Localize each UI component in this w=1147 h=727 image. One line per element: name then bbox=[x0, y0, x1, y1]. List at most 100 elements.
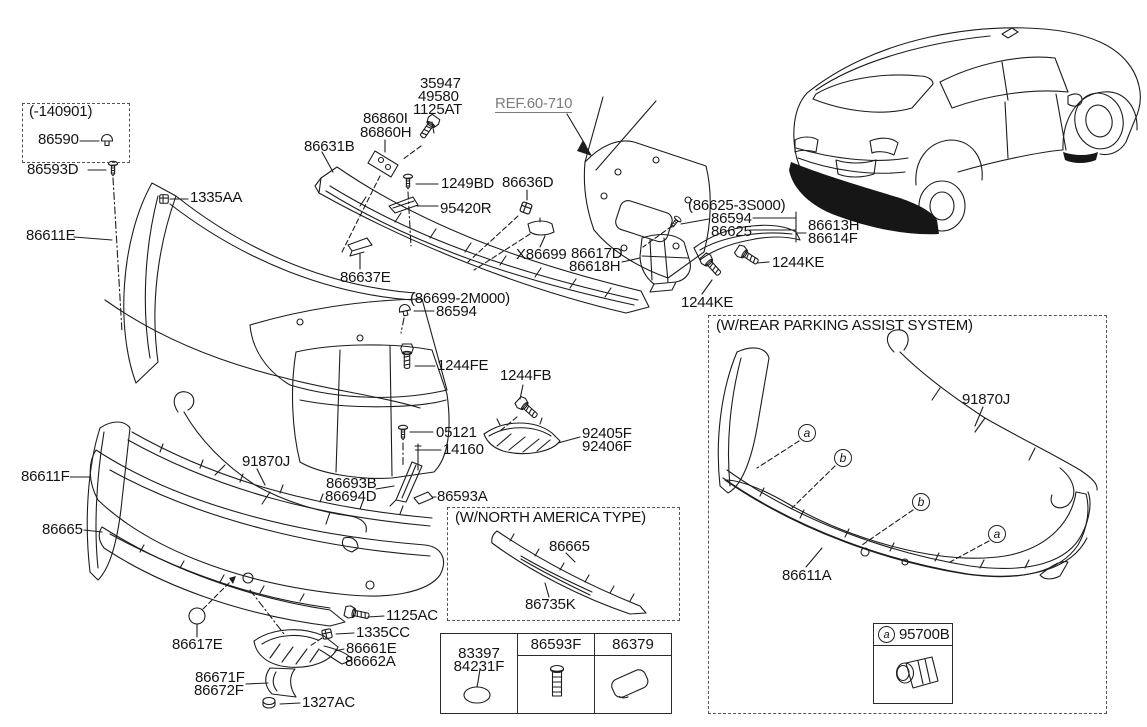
bolt-icon-table bbox=[549, 664, 565, 697]
part-label-86665-left: 86665 bbox=[42, 521, 83, 538]
part-drawing-clip-86593a bbox=[413, 491, 434, 505]
pad-icon bbox=[611, 669, 649, 699]
part-label-1335cc: 1335CC bbox=[356, 624, 410, 641]
part-label-83397: 83397 bbox=[458, 645, 500, 662]
part-label-86735k: 86735K bbox=[525, 596, 576, 613]
bolt-icon-1244ke-1 bbox=[697, 251, 725, 279]
part-label-86617e: 86617E bbox=[172, 636, 223, 653]
part-label-86665-na: 86665 bbox=[549, 538, 590, 555]
part-drawing-harness-left bbox=[173, 391, 367, 553]
vehicle-illustration bbox=[789, 27, 1141, 235]
square-clip-icon-1335aa bbox=[159, 194, 169, 204]
part-label-86593a: 86593A bbox=[437, 488, 488, 505]
part-label-1244fb: 1244FB bbox=[500, 367, 552, 384]
table-header-86593f: 86593F bbox=[518, 634, 595, 656]
screw-icon-05121 bbox=[397, 424, 409, 441]
part-label-49580: 49580 bbox=[418, 88, 459, 105]
part-label-86636d: 86636D bbox=[502, 174, 554, 191]
part-drawing-strip-na bbox=[491, 530, 647, 615]
marker-a-1: a bbox=[798, 424, 816, 442]
part-label-86613h: 86613H bbox=[808, 217, 860, 234]
rear-parking-assist-title: (W/REAR PARKING ASSIST SYSTEM) bbox=[716, 317, 973, 334]
part-label-1244fe: 1244FE bbox=[437, 357, 489, 374]
legend-marker-a: a bbox=[878, 626, 895, 643]
part-drawing-rp-bumper bbox=[717, 347, 1091, 578]
part-label-92406f: 92406F bbox=[582, 438, 632, 455]
construction-lines bbox=[112, 177, 412, 635]
part-label-05121: 05121 bbox=[436, 424, 477, 441]
part-label-95420r: 95420R bbox=[440, 200, 492, 217]
ref-callout: REF.60-710 bbox=[495, 95, 573, 113]
part-label-1249bd: 1249BD bbox=[441, 175, 495, 192]
parking-sensor-icon bbox=[895, 656, 939, 689]
nut-icon-1327ac bbox=[262, 696, 276, 709]
part-label-86694d: 86694D bbox=[325, 488, 377, 505]
table-cell-86379-icon bbox=[595, 656, 671, 713]
part-label-14160: 14160 bbox=[443, 441, 484, 458]
part-label-86611e: 86611E bbox=[26, 227, 76, 244]
part-label-35947: 35947 bbox=[420, 75, 461, 92]
part-drawing-strip-86665 bbox=[98, 526, 346, 627]
part-label-86671f: 86671F bbox=[195, 669, 245, 686]
part-drawing-bumper-side-upper bbox=[104, 182, 448, 409]
part-drawing-bumper-lower-main bbox=[86, 344, 450, 597]
sensor-legend-header: a 95700B bbox=[874, 624, 952, 646]
part-label-91870j-right: 91870J bbox=[962, 391, 1011, 408]
part-label-86590: 86590 bbox=[38, 131, 79, 148]
part-label-91870j-left: 91870J bbox=[242, 453, 291, 470]
part-drawing-bracket-86693b bbox=[389, 461, 423, 507]
part-label-86699-2m000: (86699-2M000) bbox=[410, 290, 510, 307]
part-label-86593d: 86593D bbox=[27, 161, 79, 178]
bolt-icon-1125ac bbox=[343, 604, 371, 623]
part-label-86617d: 86617D bbox=[571, 245, 623, 262]
part-label-95700b: 95700B bbox=[899, 626, 950, 643]
part-label-86860i: 86860I bbox=[363, 110, 408, 127]
part-label-86618h: 86618H bbox=[569, 258, 621, 275]
leader-lines bbox=[69, 121, 984, 705]
part-drawing-rail-86625 bbox=[693, 224, 801, 261]
early-production-title: (-140901) bbox=[29, 103, 93, 120]
dashed-leaders bbox=[309, 145, 990, 647]
part-label-86611a: 86611A bbox=[782, 567, 832, 584]
part-label-1244ke-right: 1244KE bbox=[772, 254, 825, 271]
marker-b-2: b bbox=[912, 493, 930, 511]
part-drawing-bracket-86617d bbox=[639, 233, 691, 293]
pin-icon-14160 bbox=[414, 443, 422, 471]
north-america-box bbox=[447, 507, 680, 621]
marker-b-1: b bbox=[834, 449, 852, 467]
ref-arrow-icon bbox=[566, 113, 592, 156]
early-production-box bbox=[22, 103, 130, 163]
marker-a-2: a bbox=[988, 525, 1006, 543]
north-america-title: (W/NORTH AMERICA TYPE) bbox=[455, 509, 646, 526]
square-clip-icon-1335cc bbox=[321, 628, 333, 640]
part-label-86637e: 86637E bbox=[340, 269, 391, 286]
part-label-86631b: 86631B bbox=[304, 138, 355, 155]
part-drawing-rail-86631b bbox=[314, 166, 650, 314]
screw-icon-1249bd bbox=[402, 173, 414, 190]
table-cell-83397: 83397 84231F bbox=[441, 634, 518, 713]
part-drawing-wedge-95420r bbox=[388, 196, 419, 214]
part-label-86614f: 86614F bbox=[808, 230, 858, 247]
part-label-86594-a: 86594 bbox=[711, 210, 752, 227]
part-label-86860h: 86860H bbox=[360, 124, 412, 141]
part-drawing-bracket-86637e bbox=[347, 237, 373, 257]
part-drawing-bracket-x86699 bbox=[527, 217, 555, 236]
oval-seal-icon bbox=[463, 668, 491, 704]
part-label-86594-b: 86594 bbox=[436, 303, 477, 320]
part-label-1125ac: 1125AC bbox=[386, 607, 438, 624]
part-drawing-harness-right bbox=[886, 329, 1098, 580]
part-label-1327ac: 1327AC bbox=[302, 694, 356, 711]
part-label-86693b: 86693B bbox=[326, 475, 377, 492]
part-drawing-bracket-86671f bbox=[265, 667, 297, 698]
part-label-1244ke-bottom: 1244KE bbox=[681, 294, 734, 311]
part-label-1335aa: 1335AA bbox=[190, 189, 243, 206]
table-cell-86593f-icon bbox=[518, 656, 595, 713]
table-header-86379: 86379 bbox=[595, 634, 671, 656]
part-label-1125at: 1125AT bbox=[413, 101, 463, 118]
bolt-icon-1244ke-2 bbox=[733, 243, 762, 269]
bolt-icon-1244fe bbox=[400, 343, 414, 369]
sensor-legend-box: a 95700B bbox=[873, 623, 953, 704]
rear-parking-assist-box bbox=[708, 315, 1107, 714]
